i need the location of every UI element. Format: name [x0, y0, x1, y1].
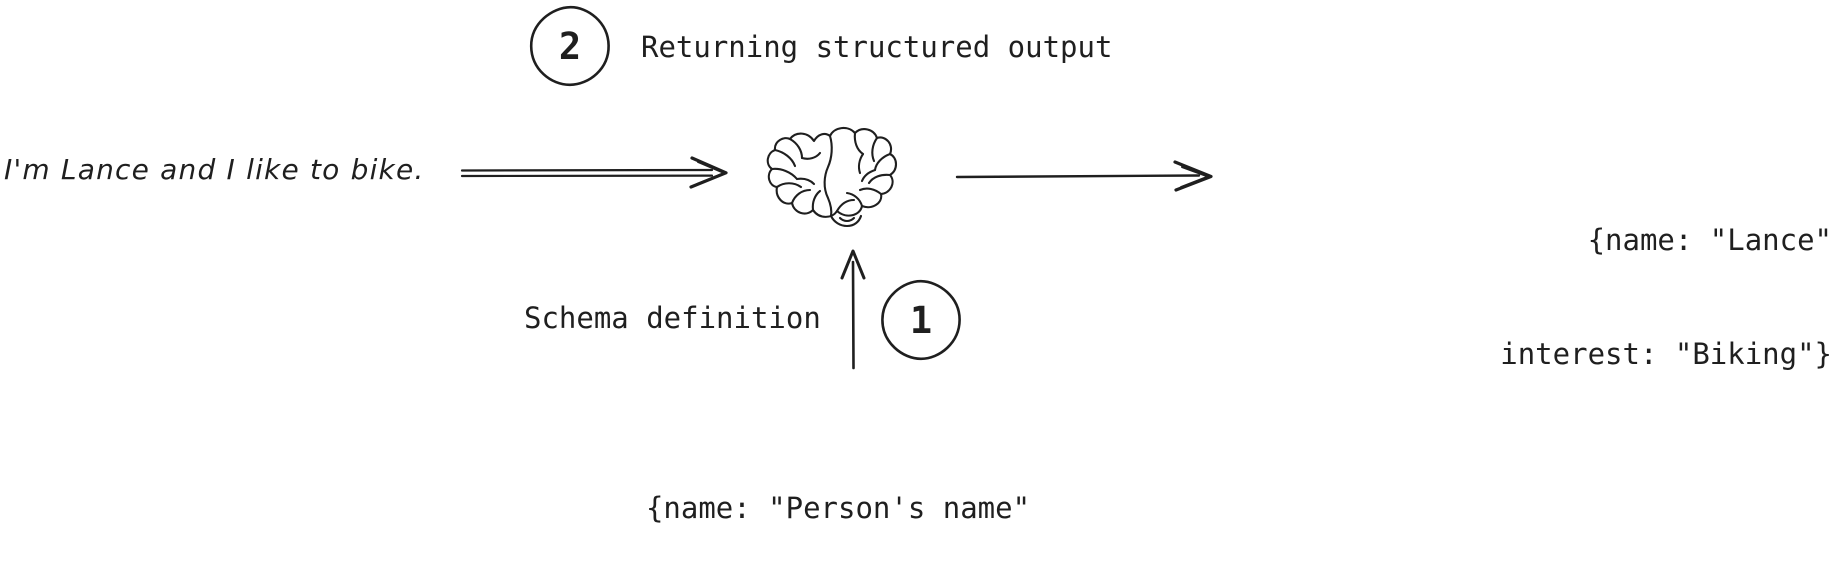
schema-line-name: {name: "Person's name"	[645, 491, 1031, 525]
arrow-input-to-model-icon	[460, 156, 728, 189]
step-badge-2: 2	[529, 5, 611, 87]
step-badge-1: 1	[880, 279, 962, 361]
circle-outline-icon	[881, 279, 961, 361]
arrow-model-to-output-icon	[955, 160, 1213, 192]
step-badge-1-number: 1	[909, 298, 933, 342]
output-line-interest: interest: "Biking"}	[1500, 337, 1832, 371]
step-2-label: Returning structured output	[641, 30, 1113, 64]
output-line-name: {name: "Lance"	[1587, 223, 1832, 257]
schema-definition-label: Schema definition	[524, 301, 821, 335]
step-badge-2-number: 2	[558, 24, 582, 68]
schema-definition-block: {name: "Person's name" interest: "Person…	[538, 408, 1138, 566]
circle-outline-icon	[529, 5, 610, 87]
arrow-schema-to-model-icon	[840, 249, 866, 370]
brain-illustration-icon	[766, 127, 898, 228]
structured-output-block: {name: "Lance" interest: "Biking"}	[1192, 145, 1832, 449]
input-utterance-text: I'm Lance and I like to bike.	[4, 153, 425, 186]
